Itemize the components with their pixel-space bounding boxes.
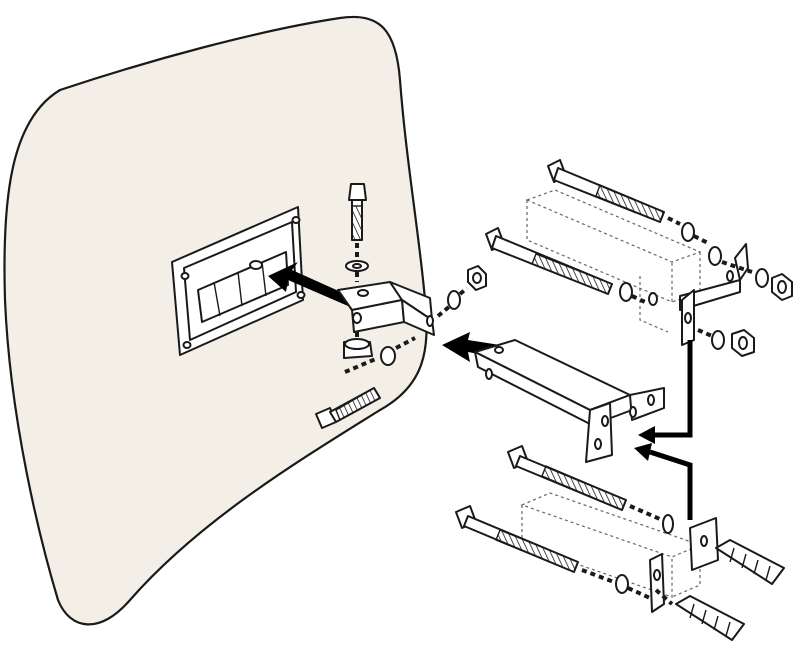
hex-nut-icon — [731, 329, 755, 357]
washer-icon — [380, 346, 396, 366]
plate-screw-hole-icon — [182, 341, 192, 349]
hex-bolt — [485, 227, 613, 295]
wall-plug-icon — [715, 539, 785, 585]
wall-bracket-lower — [649, 517, 719, 613]
washer-icon — [615, 574, 629, 594]
wall-bracket — [474, 339, 665, 463]
assembly-arrow — [634, 443, 652, 461]
hex-nut-icon — [467, 265, 487, 291]
washer-icon — [681, 222, 695, 242]
hex-nut-icon — [771, 273, 793, 301]
hex-nut-icon — [343, 338, 373, 359]
washer-icon — [662, 514, 674, 534]
washer-icon — [619, 282, 633, 302]
washer-icon — [447, 290, 461, 310]
hex-bolt — [348, 183, 367, 241]
assembly-arrow — [638, 426, 655, 444]
plate-screw-hole-icon — [291, 216, 301, 224]
wall-plug-icon — [675, 595, 745, 641]
plate-screw-hole-icon — [180, 272, 190, 280]
washer-icon — [711, 330, 725, 350]
plate-screw-hole-icon — [296, 291, 306, 299]
hex-bolt — [315, 387, 381, 429]
mounting-plate — [171, 206, 306, 356]
hex-bolt — [547, 159, 665, 223]
wall-bracket-upper — [648, 243, 749, 346]
wood-screw — [507, 445, 627, 511]
washer-icon — [708, 246, 722, 266]
assembly-arrow — [268, 262, 352, 306]
wall-block-upper — [525, 189, 702, 333]
hinge-bracket — [337, 281, 435, 336]
washer-icon — [755, 268, 769, 288]
wood-screw — [455, 505, 579, 573]
